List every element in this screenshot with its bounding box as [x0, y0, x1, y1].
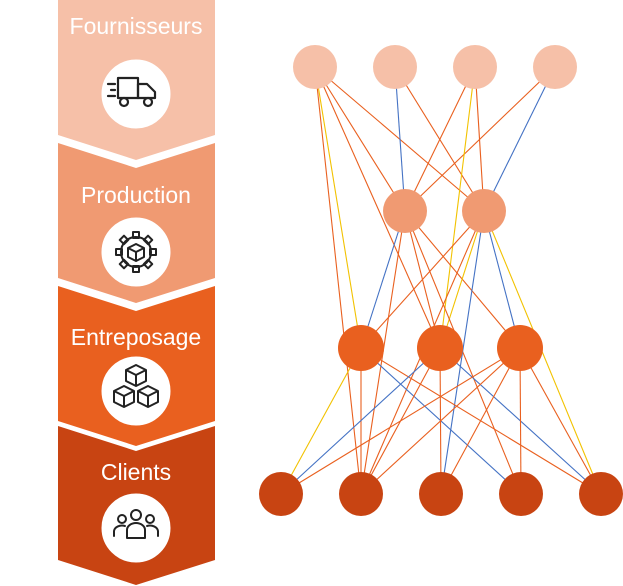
network-link: [360, 210, 485, 349]
stage-clients-icon-badge: [98, 490, 174, 566]
clients-node: [499, 472, 543, 516]
network-link: [483, 66, 556, 212]
network-links: [280, 66, 602, 495]
entreposage-node: [497, 325, 543, 371]
network-link: [404, 66, 476, 212]
production-node: [383, 189, 427, 233]
network-link: [314, 66, 441, 349]
people-group-icon: [113, 509, 159, 539]
stage-production-label: Production: [81, 182, 191, 208]
network-link: [440, 347, 521, 495]
stage-entreposage-label: Entreposage: [71, 324, 201, 350]
network-link: [280, 347, 441, 495]
network-link: [519, 347, 602, 495]
gear-box-icon: [115, 231, 157, 273]
fournisseurs-node: [293, 45, 337, 89]
network-link: [360, 210, 406, 349]
network-nodes: [259, 45, 623, 516]
network-link: [483, 210, 521, 349]
stage-clients-label: Clients: [101, 459, 171, 485]
delivery-truck-icon: [106, 76, 157, 108]
stacked-boxes-icon: [113, 364, 159, 408]
production-node: [462, 189, 506, 233]
network-link: [280, 347, 521, 495]
fournisseurs-node: [533, 45, 577, 89]
stage-clients: Clients: [58, 426, 215, 585]
stage-fournisseurs-label: Fournisseurs: [70, 13, 203, 39]
stage-entreposage-icon-badge: [98, 353, 174, 429]
network-link: [314, 66, 362, 495]
stage-fournisseurs-icon-badge: [98, 56, 174, 132]
fournisseurs-node: [373, 45, 417, 89]
stage-entreposage: Entreposage: [58, 286, 215, 446]
fournisseurs-node: [453, 45, 497, 89]
network-link: [439, 210, 485, 349]
entreposage-node: [338, 325, 384, 371]
network-link: [314, 66, 362, 349]
network-link: [404, 66, 556, 212]
network-link: [394, 66, 406, 212]
clients-node: [579, 472, 623, 516]
clients-node: [339, 472, 383, 516]
stage-fournisseurs: Fournisseurs: [58, 0, 215, 160]
clients-node: [259, 472, 303, 516]
network-link: [519, 347, 522, 495]
entreposage-node: [417, 325, 463, 371]
network-link: [314, 66, 406, 212]
network-link: [280, 347, 362, 495]
stage-column: Fournisseurs Production: [58, 0, 215, 585]
clients-node: [419, 472, 463, 516]
network-link: [360, 347, 521, 495]
stage-production: Production: [58, 143, 215, 303]
network-link: [439, 66, 476, 349]
